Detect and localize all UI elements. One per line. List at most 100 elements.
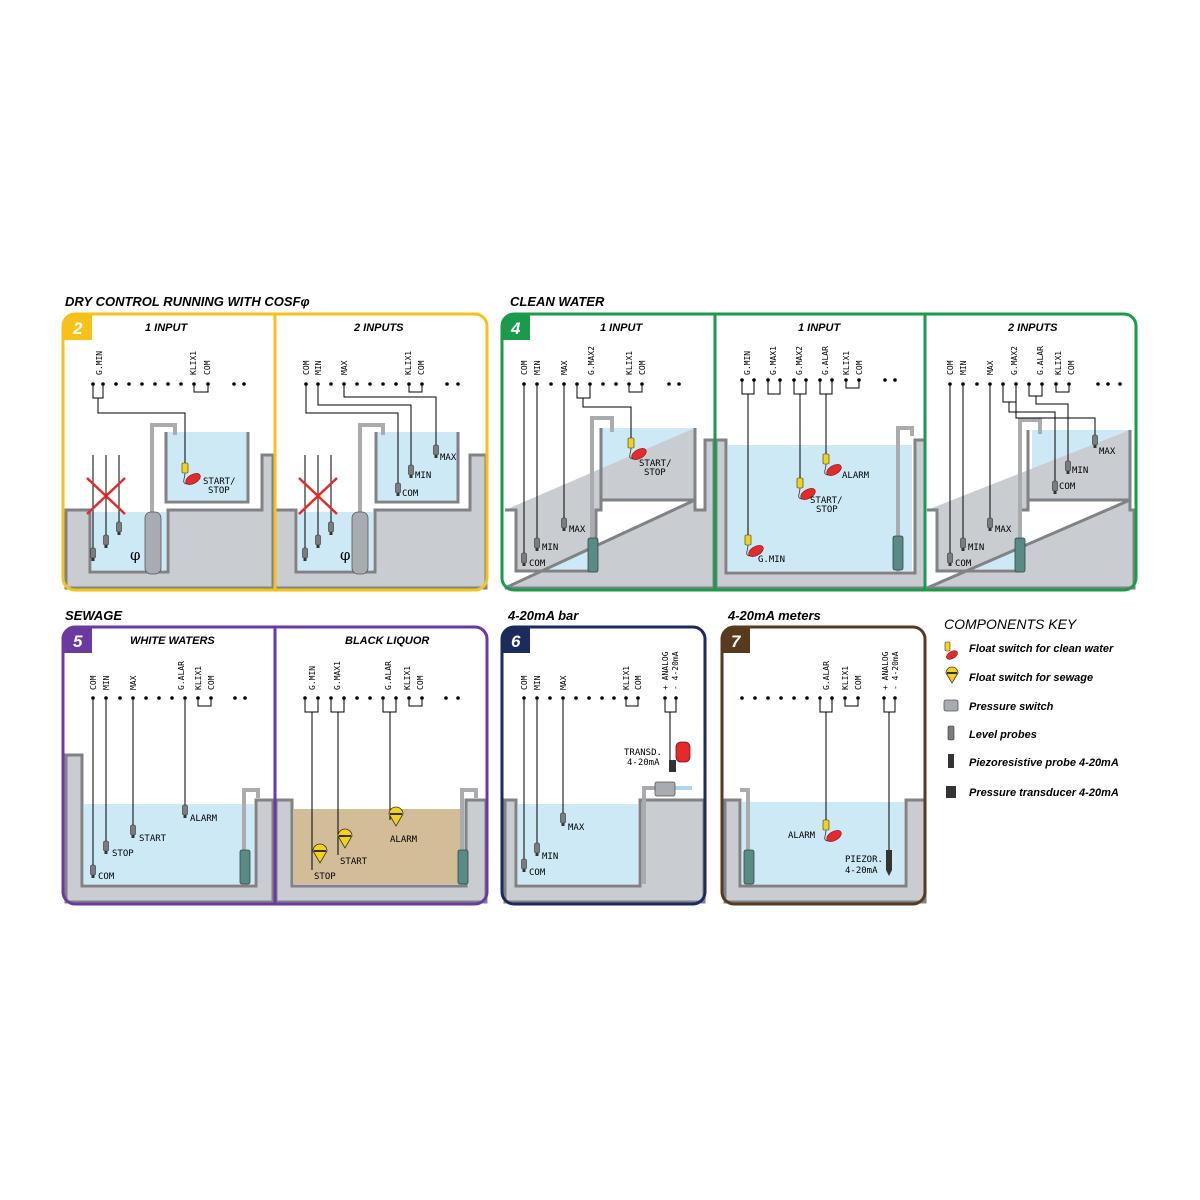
panel-title: 2 INPUTS bbox=[1007, 322, 1058, 334]
label-min: MIN bbox=[1072, 466, 1088, 476]
panel-dry-2inputs: 2 INPUTS COM MIN MAX KLIX1 COM MAX MIN C… bbox=[298, 322, 460, 564]
terminal-dots bbox=[522, 382, 681, 386]
float-clean-icon bbox=[944, 641, 958, 660]
label-stop: STOP bbox=[816, 505, 838, 515]
label-min: MIN bbox=[415, 471, 431, 481]
sewage-frame: 5 bbox=[61, 625, 489, 906]
terminal-label: COM bbox=[854, 675, 863, 690]
cosphi-symbol: φ bbox=[340, 546, 351, 564]
terminal-dots bbox=[304, 382, 460, 386]
terminal-label: COM bbox=[1067, 360, 1076, 375]
terminal-label: MIN bbox=[102, 675, 111, 690]
label-start: START bbox=[139, 834, 167, 844]
piezoresistive-probe-icon bbox=[886, 850, 892, 870]
label-alarm: ALARM bbox=[390, 835, 418, 845]
terminal-label: MIN bbox=[533, 675, 542, 690]
label-max: MAX bbox=[440, 453, 457, 463]
label-piezo: PIEZOR. bbox=[845, 855, 883, 865]
terminal-label: - 4-20mA bbox=[671, 651, 680, 690]
terminal-label: G.MAX1 bbox=[769, 346, 778, 375]
level-probe-icon bbox=[947, 725, 955, 741]
terminal-dots bbox=[948, 382, 1122, 386]
pump bbox=[743, 849, 755, 885]
meters-frame: 7 bbox=[720, 625, 927, 906]
label-start: START/ bbox=[203, 477, 236, 487]
terminal-label: MAX bbox=[986, 360, 995, 375]
terminal-label: KLIX1 bbox=[404, 351, 413, 375]
panel-title: BLACK LIQUOR bbox=[345, 635, 429, 647]
expansion-tank-icon bbox=[675, 741, 691, 763]
key-label: Pressure switch bbox=[969, 701, 1054, 713]
cross-icon bbox=[86, 477, 126, 515]
label-com: COM bbox=[402, 489, 419, 499]
terminal-label: KLIX1 bbox=[841, 666, 850, 690]
terminal-label: COM bbox=[638, 360, 647, 375]
terminal-label: G.ALAR bbox=[1036, 346, 1045, 375]
label-max: MAX bbox=[1099, 447, 1116, 457]
label-piezo-range: 4-20mA bbox=[845, 866, 878, 876]
terminal-label: G.MAX1 bbox=[333, 661, 342, 690]
terminal-label: KLIX1 bbox=[622, 666, 631, 690]
pump bbox=[239, 849, 251, 885]
terminal-label: KLIX1 bbox=[1054, 351, 1063, 375]
terminal-label: MAX bbox=[340, 360, 349, 375]
badge-clean: 4 bbox=[510, 319, 521, 338]
terminal-label: KLIX1 bbox=[403, 666, 412, 690]
label-stop: STOP bbox=[112, 849, 134, 859]
panel-title: 2 INPUTS bbox=[353, 322, 404, 334]
section-title-meters: 4-20mA meters bbox=[727, 608, 821, 623]
clean-water-frame: 4 bbox=[500, 312, 1138, 592]
pump bbox=[587, 537, 599, 573]
terminal-label: COM bbox=[634, 675, 643, 690]
cross-icon bbox=[298, 477, 338, 515]
terminal-label: G.MIN bbox=[95, 351, 104, 375]
terminal-label: G.ALAR bbox=[822, 661, 831, 690]
dry-running-frame: 2 bbox=[61, 312, 489, 592]
label-stop: STOP bbox=[208, 486, 230, 496]
label-com: COM bbox=[98, 872, 115, 882]
label-transd-range: 4-20mA bbox=[627, 758, 660, 768]
terminal-label: G.MAX2 bbox=[795, 346, 804, 375]
panel-clean-2inputs: 2 INPUTS COM MIN MAX G.MAX2 G.ALAR KLIX1… bbox=[946, 322, 1122, 569]
terminal-label: G.ALAR bbox=[821, 346, 830, 375]
key-item: Piezoresistive probe 4-20mA bbox=[948, 754, 1119, 769]
label-com: COM bbox=[955, 559, 972, 569]
terminal-label: COM bbox=[416, 675, 425, 690]
terminal-label: G.ALAR bbox=[384, 661, 393, 690]
panel-black-liquor: BLACK LIQUOR G.MIN G.MAX1 G.ALAR KLIX1 C… bbox=[303, 635, 460, 882]
terminal-label: G.ALAR bbox=[177, 661, 186, 690]
panel-meters: G.ALAR KLIX1 COM + ANALOG - 4-20mA ALARM… bbox=[740, 651, 900, 876]
label-start: START/ bbox=[810, 496, 843, 506]
piezoresistive-probe-icon bbox=[948, 754, 954, 768]
terminal-dots bbox=[91, 696, 247, 700]
section-title-dry: DRY CONTROL RUNNING WITH COSFφ bbox=[65, 294, 310, 309]
terminal-label: G.MIN bbox=[743, 351, 752, 375]
terminal-label: MAX bbox=[129, 675, 138, 690]
terminal-dots bbox=[740, 378, 897, 382]
terminal-label: MIN bbox=[959, 360, 968, 375]
terminal-label: COM bbox=[207, 675, 216, 690]
terminal-dots bbox=[303, 696, 460, 700]
key-label: Level probes bbox=[969, 729, 1037, 741]
bar-frame: 6 bbox=[500, 625, 707, 906]
key-label: Piezoresistive probe 4-20mA bbox=[969, 757, 1119, 769]
key-label: Float switch for clean water bbox=[969, 643, 1114, 655]
label-start: START bbox=[340, 857, 368, 867]
terminal-label: G.MIN bbox=[308, 666, 317, 690]
terminal-label: + ANALOG bbox=[881, 651, 890, 690]
section-title-clean: CLEAN WATER bbox=[510, 294, 605, 309]
panel-title: WHITE WATERS bbox=[130, 635, 215, 647]
terminal-label: KLIX1 bbox=[842, 351, 851, 375]
label-stop: STOP bbox=[644, 468, 666, 478]
pressure-switch-icon bbox=[654, 781, 676, 797]
label-min: MIN bbox=[542, 852, 558, 862]
label-max: MAX bbox=[995, 525, 1012, 535]
pressure-switch-icon bbox=[943, 699, 959, 712]
label-com: COM bbox=[529, 868, 546, 878]
terminal-label: COM bbox=[203, 360, 212, 375]
label-max: MAX bbox=[569, 525, 586, 535]
terminal-label: KLIX1 bbox=[189, 351, 198, 375]
panel-title: 1 INPUT bbox=[600, 322, 643, 334]
terminal-label: COM bbox=[417, 360, 426, 375]
